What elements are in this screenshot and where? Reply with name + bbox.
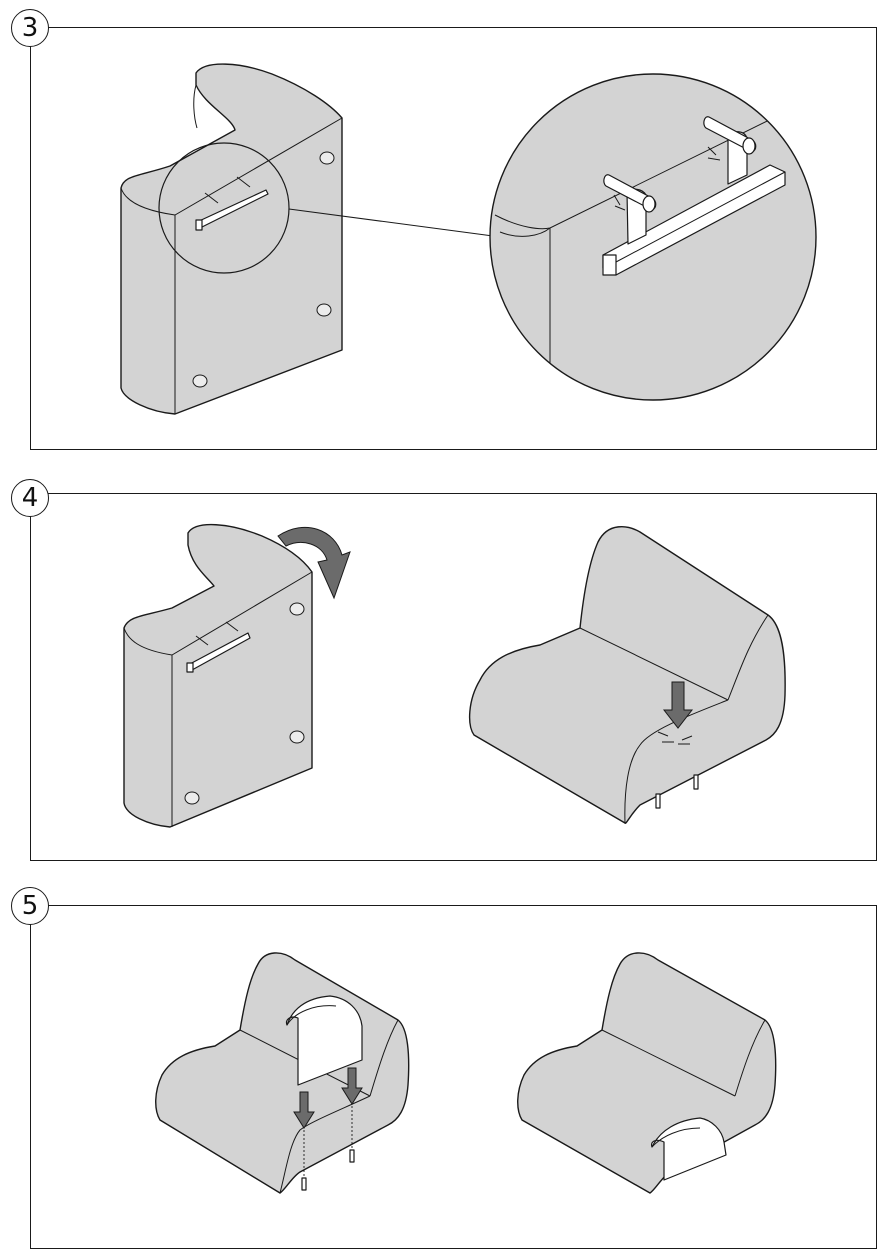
step-3-panel: 3 [0,0,882,455]
armchair-with-cover-insert [156,953,409,1193]
step-4-panel: 4 [0,470,882,865]
step-3-illustration [0,0,882,455]
step-5-illustration [0,880,882,1257]
step-4-illustration [0,470,882,865]
step-5-panel: 5 [0,880,882,1257]
armchair-assembled [470,527,786,824]
detail-circle-large [490,74,820,400]
back-cushion-upright [121,64,342,414]
armchair-cover-installed [518,953,776,1193]
back-cushion-upright [124,525,312,827]
